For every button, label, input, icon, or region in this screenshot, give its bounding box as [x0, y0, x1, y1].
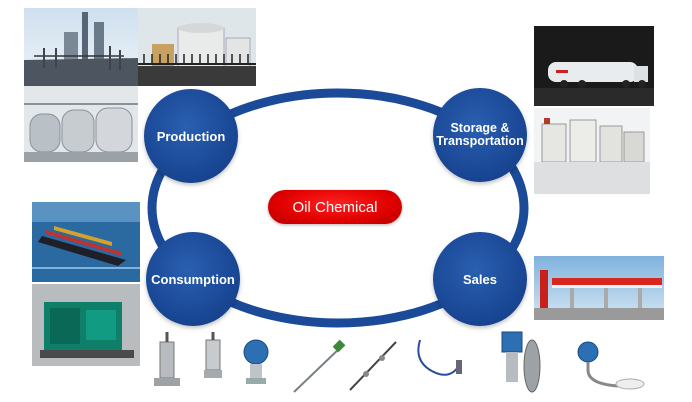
gas-station-photo [534, 256, 664, 320]
container-ship-photo [32, 202, 140, 282]
stage-sales-label: Sales [463, 271, 497, 287]
stage-storage-label: Storage & Transportation [436, 122, 524, 148]
tanker-truck-photo [534, 26, 654, 106]
stage-consumption: Consumption [146, 232, 240, 326]
generator-photo [32, 284, 140, 366]
stage-production: Production [144, 89, 238, 183]
stage-sales: Sales [433, 232, 527, 326]
stage-storage-label-line2: Transportation [436, 134, 524, 148]
center-label-oil-chemical: Oil Chemical [268, 190, 402, 224]
center-label-text: Oil Chemical [292, 198, 378, 216]
stage-production-label: Production [156, 128, 226, 144]
tank-farm-photo [534, 108, 650, 194]
industrial-tanks-photo [24, 86, 138, 172]
stage-consumption-label: Consumption [151, 271, 235, 287]
stage-storage-label-line1: Storage & [450, 121, 510, 135]
storage-tanks-photo [138, 8, 256, 86]
stage-storage-transportation: Storage & Transportation [433, 88, 527, 182]
refinery-photo [24, 8, 138, 86]
